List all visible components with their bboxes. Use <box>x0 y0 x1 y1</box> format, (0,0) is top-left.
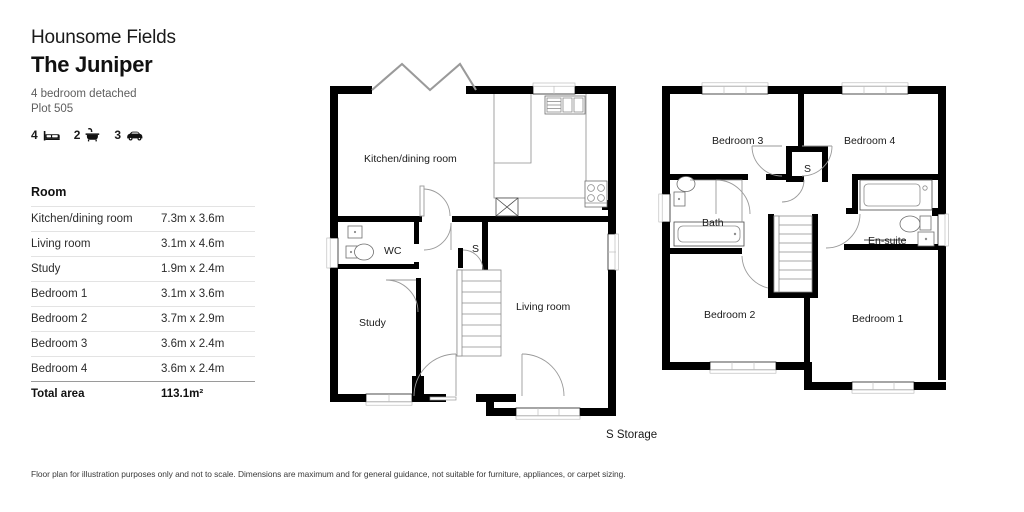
room-dimensions: 3.6m x 2.4m <box>161 363 225 375</box>
spec-parking: 3 <box>114 128 144 142</box>
room-label-bedroom-4: Bedroom 4 <box>844 135 896 147</box>
room-name: Kitchen/dining room <box>31 213 133 225</box>
room-dimensions: 3.7m x 2.9m <box>161 313 225 325</box>
ground-floor-room-labels: Kitchen/dining room WC S Study Living ro… <box>359 153 571 329</box>
parking-count: 3 <box>114 128 122 142</box>
total-area-label: Total area <box>31 388 85 400</box>
room-name: Bedroom 4 <box>31 363 88 375</box>
room-name: Bedroom 2 <box>31 313 88 325</box>
room-dimensions: 3.1m x 4.6m <box>161 238 225 250</box>
spec-bathrooms: 2 <box>74 128 101 142</box>
ground-floor-plan: Kitchen/dining room WC S Study Living ro… <box>326 58 626 420</box>
first-floor-room-labels: Bedroom 3 Bedroom 4 S Bath En-suite Bedr… <box>702 135 907 325</box>
bedroom-count: 4 <box>31 128 38 142</box>
property-info: Hounsome Fields The Juniper 4 bedroom de… <box>31 26 271 142</box>
room-dimensions-table: Room Kitchen/dining room 7.3m x 3.6m Liv… <box>31 185 255 406</box>
room-name: Study <box>31 263 61 275</box>
room-name: Bedroom 1 <box>31 288 88 300</box>
ground-floor-walls <box>326 62 619 420</box>
room-label-living: Living room <box>516 301 571 313</box>
table-row: Bedroom 1 3.1m x 3.6m <box>31 281 255 306</box>
plot-number: Plot 505 <box>31 103 74 115</box>
room-dimensions: 1.9m x 2.4m <box>161 263 225 275</box>
first-floor-fixtures <box>673 176 935 293</box>
storage-label-first: S <box>804 163 811 175</box>
development-name: Hounsome Fields <box>31 27 176 48</box>
ground-floor-fixtures <box>345 94 608 357</box>
table-row: Living room 3.1m x 4.6m <box>31 231 255 256</box>
property-specs: 4 2 <box>31 128 271 142</box>
table-row: Bedroom 3 3.6m x 2.4m <box>31 331 255 356</box>
bathroom-count: 2 <box>73 128 81 142</box>
room-name: Living room <box>31 238 91 250</box>
room-dimensions: 3.6m x 2.4m <box>161 338 225 350</box>
room-name: Bedroom 3 <box>31 338 88 350</box>
house-type-title: The Juniper <box>31 52 153 77</box>
room-label-ensuite: En-suite <box>868 235 907 247</box>
disclaimer-text: Floor plan for illustration purposes onl… <box>31 469 626 479</box>
room-dimensions: 3.1m x 3.6m <box>161 288 225 300</box>
bath-icon <box>85 128 100 142</box>
room-label-bedroom-2: Bedroom 2 <box>704 309 756 321</box>
spec-bedrooms: 4 <box>31 128 60 142</box>
storage-legend: S Storage <box>606 429 658 441</box>
table-header-room: Room <box>31 185 67 199</box>
property-description: 4 bedroom detached <box>31 88 137 100</box>
room-label-wc: WC <box>384 245 402 257</box>
total-area-value: 113.1m² <box>161 388 204 400</box>
table-row-total: Total area 113.1m² <box>31 381 255 406</box>
room-dimensions: 7.3m x 3.6m <box>161 213 225 225</box>
table-row: Study 1.9m x 2.4m <box>31 256 255 281</box>
room-label-bath: Bath <box>702 217 724 229</box>
bed-icon <box>43 129 60 142</box>
first-floor-plan: Bedroom 3 Bedroom 4 S Bath En-suite Bedr… <box>656 80 956 410</box>
ground-floor-doors <box>385 185 565 397</box>
table-row: Kitchen/dining room 7.3m x 3.6m <box>31 206 255 231</box>
room-label-bedroom-1: Bedroom 1 <box>852 313 904 325</box>
room-label-kitchen-dining: Kitchen/dining room <box>364 153 457 165</box>
first-floor-doors <box>715 145 861 289</box>
table-row: Bedroom 2 3.7m x 2.9m <box>31 306 255 331</box>
car-icon <box>126 130 144 141</box>
room-label-bedroom-3: Bedroom 3 <box>712 135 764 147</box>
room-label-study: Study <box>359 317 387 329</box>
storage-label-ground: S <box>472 243 479 255</box>
table-row: Bedroom 4 3.6m x 2.4m <box>31 356 255 381</box>
